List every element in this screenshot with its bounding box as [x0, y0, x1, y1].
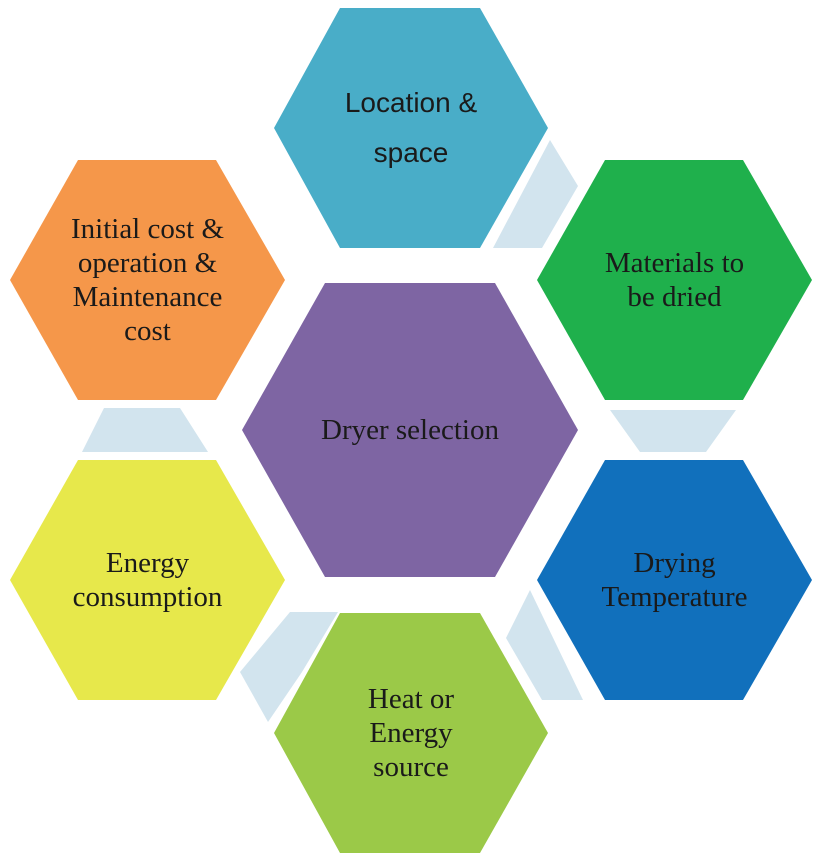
label-heat: Heat or Energy source — [274, 613, 548, 853]
hexagon-temperature — [537, 460, 812, 700]
label-center: Dryer selection — [242, 283, 578, 577]
connector-location-materials — [493, 140, 578, 248]
connector-energy-cost — [82, 408, 208, 452]
label-cost: Initial cost & operation & Maintenance c… — [10, 160, 285, 400]
label-energy: Energy consumption — [10, 460, 285, 700]
label-line: operation & — [77, 246, 218, 279]
hexagon-center — [242, 283, 578, 577]
hexagon-location — [274, 8, 548, 248]
label-line: Heat or — [367, 682, 455, 715]
connector-materials-temperature — [610, 410, 736, 452]
label-line: consumption — [72, 581, 223, 613]
label-line: Materials to — [604, 246, 745, 279]
label-line: Energy — [105, 546, 190, 579]
label-line: Maintenance — [72, 281, 223, 313]
label-temperature: Drying Temperature — [537, 460, 812, 700]
hexagon-heat — [274, 613, 548, 853]
label-materials: Materials to be dried — [537, 160, 812, 400]
label-line: be dried — [627, 281, 722, 313]
label-line: source — [373, 751, 449, 784]
label-line: Location & — [344, 86, 478, 118]
label-line: Energy — [369, 716, 453, 749]
connector-temperature-heat — [506, 590, 583, 700]
label-line: Initial cost & — [70, 212, 225, 245]
label-line: Dryer selection — [321, 413, 499, 446]
hexagon-energy — [10, 460, 285, 700]
label-line: cost — [124, 315, 171, 348]
label-line: Drying — [633, 546, 716, 579]
hexagon-materials — [537, 160, 812, 400]
label-location: Location & space — [274, 8, 548, 248]
label-line: Temperature — [601, 581, 748, 613]
connector-heat-energy — [240, 612, 338, 722]
label-line: space — [373, 137, 449, 168]
hexagon-cost — [10, 160, 285, 400]
